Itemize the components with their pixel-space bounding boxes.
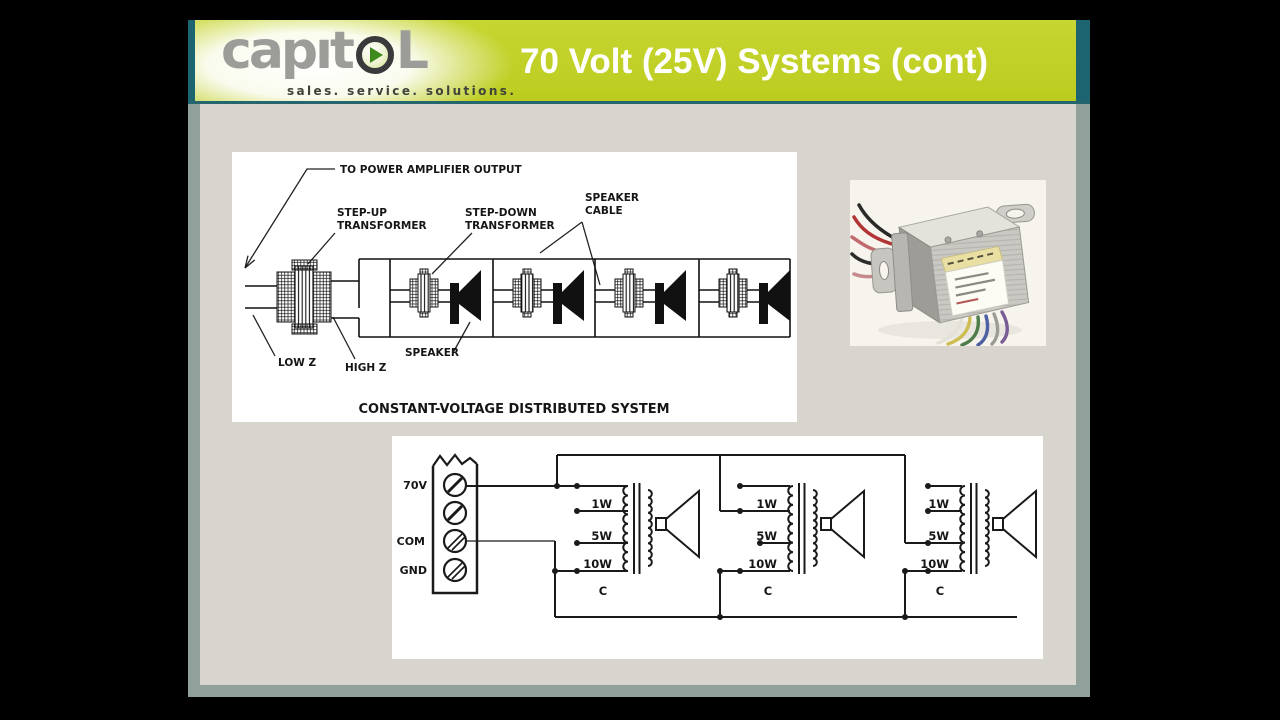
logo-text-pre: capıt	[221, 21, 355, 81]
label-gnd: GND	[400, 564, 427, 577]
circuit-wires	[245, 258, 791, 338]
step-down-transformer-4	[718, 268, 748, 318]
speaker-unit-2: 1W 5W 10W C	[717, 483, 865, 620]
unit3-tap-5w: 5W	[928, 529, 949, 543]
label-speaker-cable-1: SPEAKER	[585, 192, 639, 204]
header-teal-strip-right	[1076, 20, 1090, 101]
label-step-down-1: STEP-DOWN	[465, 207, 537, 219]
logo-text-post: L	[395, 21, 429, 81]
unit1-tap-5w: 5W	[591, 529, 612, 543]
label-70v: 70V	[403, 479, 427, 492]
speakers	[450, 270, 790, 324]
label-speaker: SPEAKER	[405, 347, 459, 359]
label-step-up-1: STEP-UP	[337, 207, 387, 219]
unit1-tap-10w: 10W	[583, 557, 612, 571]
terminal-screw-1	[442, 472, 468, 498]
label-speaker-cable-2: CABLE	[585, 205, 623, 217]
step-down-transformer-3	[614, 268, 644, 318]
header-band: capıt L sales. service. solutions. 70 Vol…	[195, 20, 1076, 101]
speaker-symbol-2	[553, 270, 584, 324]
play-triangle-icon	[369, 47, 383, 63]
wiring-diagram-svg: 70V COM GND	[397, 453, 1037, 620]
pointer-lines	[244, 168, 601, 360]
speaker-symbol-3	[655, 270, 686, 324]
unit1-tap-1w: 1W	[591, 497, 612, 511]
speaker-symbol-4	[759, 270, 790, 324]
presentation-slide: capıt L sales. service. solutions. 70 Vol…	[188, 20, 1090, 697]
unit2-tap-5w: 5W	[756, 529, 777, 543]
label-to-power-amplifier: TO POWER AMPLIFIER OUTPUT	[340, 164, 523, 176]
terminal-strip	[431, 453, 479, 595]
unit3-common: C	[936, 584, 944, 598]
label-step-up-2: TRANSFORMER	[337, 220, 427, 232]
capitol-logo: capıt L	[221, 21, 429, 81]
diagram-caption: CONSTANT-VOLTAGE DISTRIBUTED SYSTEM	[358, 402, 669, 417]
play-button-icon	[355, 36, 394, 74]
unit3-tap-10w: 10W	[920, 557, 949, 571]
transformer-photo	[850, 180, 1046, 346]
transformer-body	[870, 203, 1035, 324]
speaker-unit-1: 1W 5W 10W C	[552, 483, 700, 598]
label-com: COM	[397, 535, 425, 548]
label-low-z: LOW Z	[278, 357, 316, 369]
transformer-photo-svg	[850, 180, 1046, 346]
constant-voltage-diagram-svg: TO POWER AMPLIFIER OUTPUT STEP-UP TRANSF…	[244, 164, 791, 417]
transformer-wires-bottom	[936, 310, 1009, 346]
step-up-transformer	[276, 259, 332, 335]
unit2-tap-1w: 1W	[756, 497, 777, 511]
label-high-z: HIGH Z	[345, 362, 387, 374]
constant-voltage-diagram: TO POWER AMPLIFIER OUTPUT STEP-UP TRANSF…	[232, 152, 797, 422]
step-down-transformer-2	[512, 268, 542, 318]
slide-title: 70 Volt (25V) Systems (cont)	[520, 42, 989, 81]
unit2-common: C	[764, 584, 772, 598]
unit2-tap-10w: 10W	[748, 557, 777, 571]
step-down-transformer-1	[409, 268, 439, 318]
label-step-down-2: TRANSFORMER	[465, 220, 555, 232]
header-teal-strip-left	[188, 20, 195, 101]
logo-tagline: sales. service. solutions.	[287, 84, 517, 98]
terminal-screw-2	[442, 500, 468, 526]
bus-wiring	[466, 454, 1017, 618]
terminal-screw-3	[442, 528, 468, 554]
unit3-tap-1w: 1W	[928, 497, 949, 511]
slide-header: capıt L sales. service. solutions. 70 Vol…	[188, 20, 1090, 104]
unit1-common: C	[599, 584, 607, 598]
slide-body: TO POWER AMPLIFIER OUTPUT STEP-UP TRANSF…	[188, 104, 1090, 697]
speaker-unit-3: 1W 5W 10W C	[902, 483, 1037, 620]
step-down-transformers	[409, 268, 748, 318]
wiring-diagram: 70V COM GND	[392, 436, 1043, 659]
speaker-symbol-1	[450, 270, 481, 324]
terminal-screw-4	[442, 557, 468, 583]
